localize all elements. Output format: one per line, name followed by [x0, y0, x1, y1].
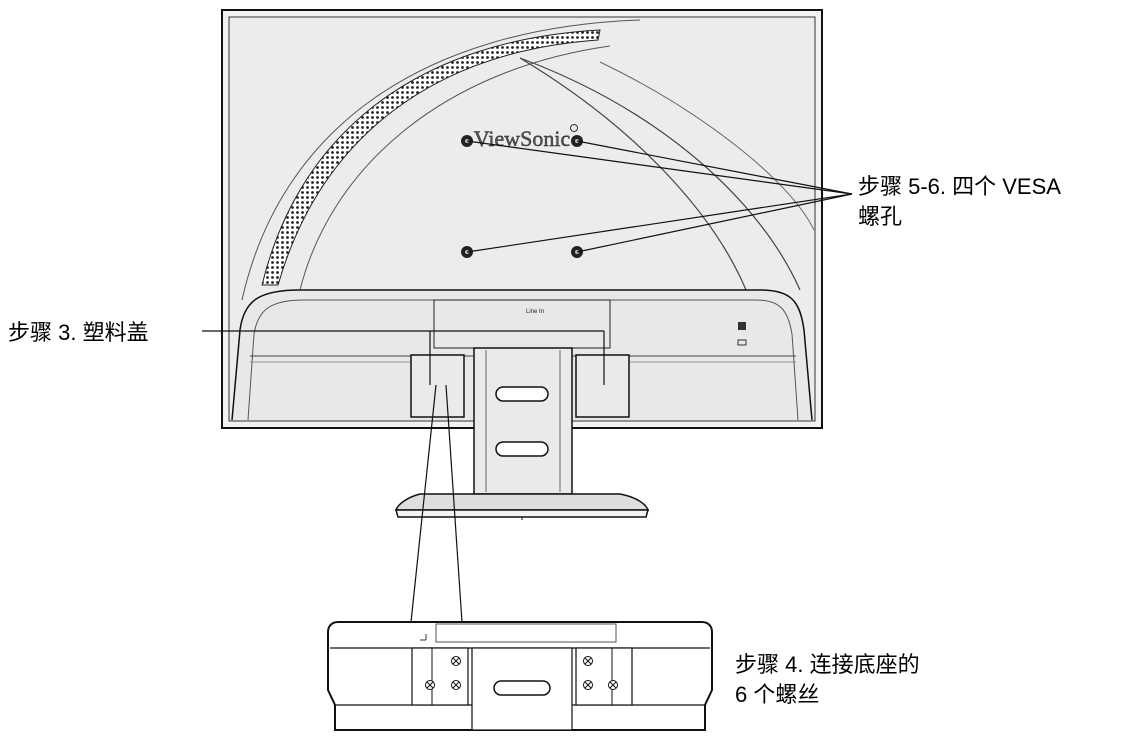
- registered-mark-icon: [570, 124, 578, 132]
- screw-icon: [608, 680, 618, 690]
- zoom-line-right: [445, 384, 463, 623]
- screw-icon: [425, 680, 435, 690]
- stand-neck: [473, 347, 573, 495]
- plastic-cover-right: [575, 354, 630, 418]
- vesa-holes-callout-line2: 螺孔: [858, 204, 903, 229]
- vesa-holes-callout-line1: 步骤 5-6. 四个 VESA: [858, 174, 1061, 199]
- vesa-leader-2: [576, 140, 853, 195]
- screw-icon: [451, 656, 461, 666]
- zoom-line-left: [410, 384, 437, 623]
- plastic-cover-left: [410, 354, 465, 418]
- base-screws-callout-line2: 6 个螺丝: [735, 682, 820, 707]
- vesa-leader-4: [576, 193, 853, 253]
- vesa-leader-3: [466, 193, 853, 253]
- screw-icon: [451, 680, 461, 690]
- screw-icon: [583, 656, 593, 666]
- vesa-holes-callout: 步骤 5-6. 四个 VESA 螺孔: [858, 172, 1061, 232]
- vesa-leader-1: [466, 140, 853, 195]
- stand-base: [394, 493, 650, 520]
- kensington-lock-icon: [737, 322, 747, 346]
- line-in-port-label: Line In: [526, 309, 544, 315]
- screw-icon: [583, 680, 593, 690]
- base-screws: [425, 656, 618, 690]
- base-screws-callout-line1: 步骤 4. 连接底座的: [735, 652, 920, 677]
- brand-logo: ViewSonic: [474, 126, 571, 151]
- decorative-curves: [519, 57, 815, 301]
- base-screws-callout: 步骤 4. 连接底座的 6 个螺丝: [735, 650, 920, 710]
- callout-lines: [202, 140, 853, 623]
- plastic-cover-callout: 步骤 3. 塑料盖: [8, 318, 149, 348]
- plastic-cover-callout-line1: 步骤 3. 塑料盖: [8, 320, 149, 345]
- base-screws-inset: [327, 621, 713, 731]
- ventilation-grille: [241, 19, 641, 301]
